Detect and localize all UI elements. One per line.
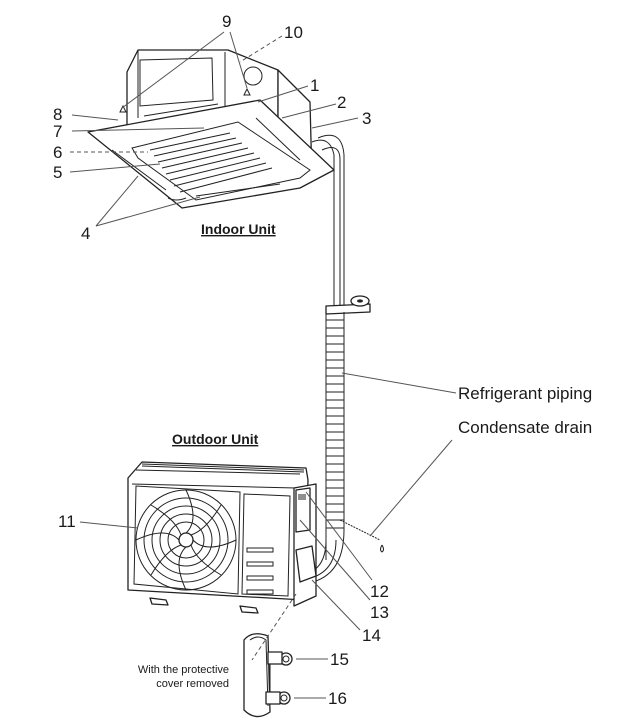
- louver-left: [111, 149, 167, 191]
- insulated-pipe-coil: [325, 312, 345, 560]
- refrigerant-piping-label: Refrigerant piping: [458, 384, 592, 403]
- service-valve-detail: [243, 633, 293, 718]
- callout-4: 4: [81, 224, 90, 243]
- hanger-bracket-icon: [119, 104, 127, 113]
- callout-6: 6: [53, 143, 62, 162]
- callout-8: 8: [53, 105, 62, 124]
- refrigerant-piping: [299, 134, 384, 585]
- display-lens: [167, 197, 187, 201]
- foot: [149, 597, 169, 606]
- note-line-1: With the protective: [138, 664, 229, 676]
- side-vents: [246, 547, 274, 595]
- callout-10: 10: [284, 23, 303, 42]
- callout-15: 15: [330, 650, 349, 669]
- callout-9: 9: [222, 12, 231, 31]
- outdoor-unit: [127, 461, 317, 614]
- fan-guard: [135, 489, 237, 591]
- indoor-unit-title: Indoor Unit: [201, 221, 276, 237]
- leader-lines: [69, 31, 457, 699]
- indoor-unit: [87, 49, 335, 209]
- air-intake-grille: [131, 121, 311, 201]
- water-drop-icon: [380, 544, 384, 553]
- louver-right: [255, 117, 301, 161]
- callout-3: 3: [362, 109, 371, 128]
- callout-12: 12: [370, 582, 389, 601]
- callout-5: 5: [53, 163, 62, 182]
- callout-11: 11: [58, 512, 76, 531]
- outdoor-unit-title: Outdoor Unit: [172, 431, 259, 447]
- grille-slots: [149, 132, 273, 193]
- box-port-icon: [243, 66, 263, 86]
- condensate-drain-hose: [339, 519, 381, 541]
- front-panel: [87, 99, 335, 209]
- valve-cover: [295, 545, 317, 583]
- callout-2: 2: [337, 93, 346, 112]
- condensate-drain-label: Condensate drain: [458, 418, 592, 437]
- louver-back: [143, 103, 219, 117]
- hanger-bracket-icon: [243, 87, 251, 96]
- callout-7: 7: [53, 122, 62, 141]
- callout-14: 14: [362, 626, 381, 645]
- foot: [239, 605, 259, 614]
- note-line-2: cover removed: [156, 678, 229, 690]
- louver-front: [195, 183, 281, 197]
- callout-1: 1: [310, 76, 319, 95]
- callout-16: 16: [328, 689, 347, 708]
- callout-13: 13: [370, 603, 389, 622]
